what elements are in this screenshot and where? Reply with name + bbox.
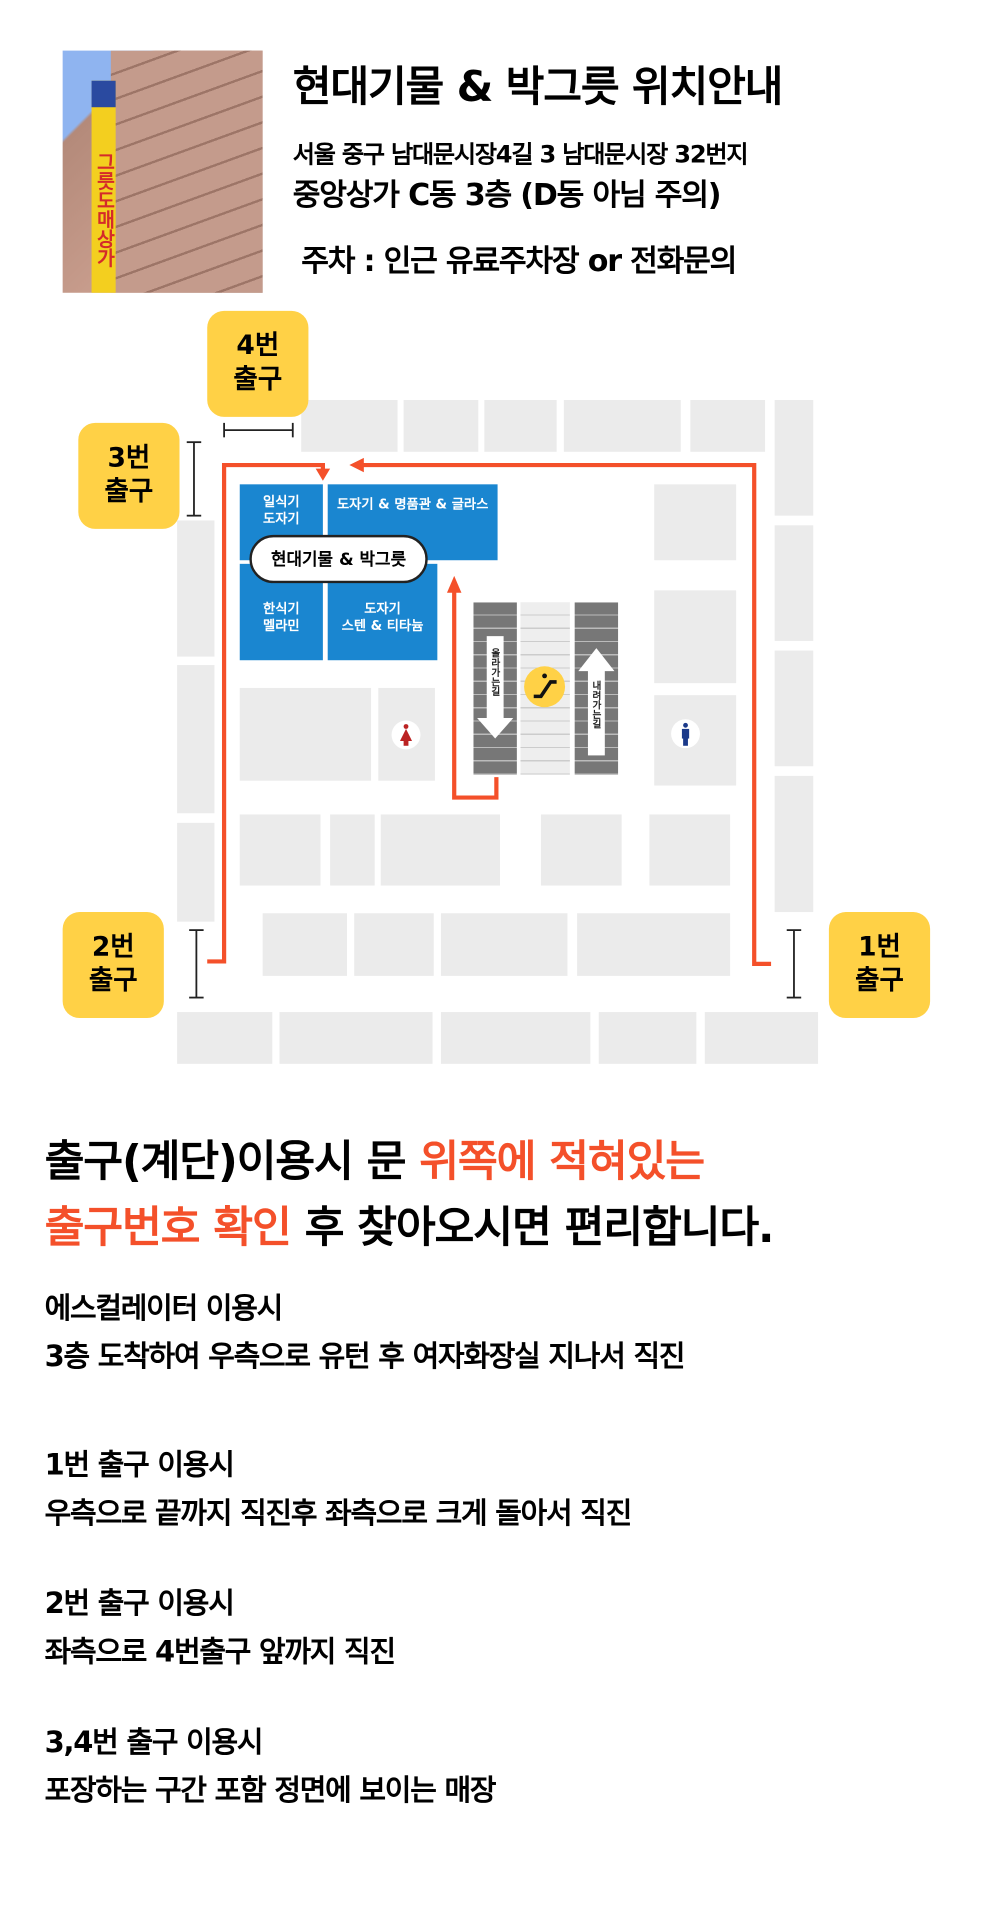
down-arrow-icon (477, 636, 514, 739)
mens-restroom-icon (671, 719, 700, 749)
map-block (540, 814, 622, 886)
map-block (484, 399, 557, 452)
shop-location-label: 현대기물 & 박그릇 (249, 534, 428, 584)
map-block (177, 822, 215, 922)
exit-number: 1번 (858, 932, 901, 963)
route-path (207, 462, 772, 966)
exit-label: 출구 (855, 966, 904, 997)
map-block (239, 814, 321, 886)
notice-text: 출구(계단)이용시 문 (44, 1137, 420, 1187)
photo-banner: 그릇도매상가 (91, 80, 116, 293)
map-block (177, 520, 215, 657)
instruction-escalator: 에스컬레이터 이용시 3층 도착하여 우측으로 유턴 후 여자화장실 지나서 직진 (44, 1284, 686, 1380)
instruction-title: 1번 출구 이용시 (44, 1448, 235, 1482)
store-label: 한식기 (263, 601, 300, 617)
womens-restroom-icon (391, 720, 421, 750)
map-block (262, 913, 347, 976)
store-label: 일식기 (263, 493, 300, 510)
exit-number: 4번 (236, 331, 280, 362)
map-block (239, 687, 372, 781)
address-line1: 서울 중구 남대문시장4길 3 남대문시장 32번지 (292, 139, 749, 169)
map-block (301, 399, 398, 452)
building-facade (110, 50, 263, 293)
instruction-detail: 우측으로 끝까지 직진후 좌측으로 크게 돌아서 직진 (44, 1496, 633, 1531)
route-arrow-icon (446, 575, 462, 593)
exit-width-marker (186, 422, 802, 999)
notice-text: 후 찾아오시면 편리합니다. (290, 1203, 775, 1253)
map-block (577, 913, 731, 976)
map-block (598, 1012, 697, 1064)
notice-highlight: 출구번호 확인 (44, 1203, 292, 1253)
map-block (774, 775, 814, 913)
store-label: 도자기 (263, 510, 300, 527)
instruction-title: 에스컬레이터 이용시 (44, 1291, 284, 1326)
map-block (654, 484, 737, 561)
notice-line1: 출구(계단)이용시 문 위쪽에 적혀있는 (44, 1126, 706, 1189)
address-line2: 중앙상가 C동 3층 (D동 아님 주의) (292, 177, 722, 213)
store-label: 도자기 & 명품관 & 글라스 (336, 496, 489, 513)
store-label: 도자기 (364, 601, 401, 617)
store-label: 멜라민 (263, 618, 300, 634)
map-block (690, 399, 766, 452)
map-block (440, 913, 568, 976)
map-block (704, 1012, 819, 1064)
exit-label: 출구 (88, 966, 138, 997)
map-block (440, 1012, 591, 1064)
map-block (774, 650, 814, 767)
map-block (177, 1012, 273, 1064)
exit-number: 2번 (91, 932, 135, 963)
instruction-detail: 3층 도착하여 우측으로 유턴 후 여자화장실 지나서 직진 (44, 1339, 686, 1374)
map-block (563, 399, 681, 452)
map-block (330, 814, 375, 886)
exit-number: 3번 (107, 443, 151, 474)
notice-line2: 출구번호 확인 후 찾아오시면 편리합니다. (44, 1193, 775, 1256)
instruction-title: 3,4번 출구 이용시 (44, 1725, 264, 1760)
map-block (380, 814, 500, 886)
map-block (649, 814, 731, 886)
escalator-down-label: 내려가는길 (591, 680, 603, 729)
map-block (774, 525, 814, 641)
exit-label: 출구 (104, 477, 154, 508)
escalator-icon (524, 666, 566, 708)
map-block (654, 590, 737, 684)
building-photo: 그릇도매상가 (62, 50, 263, 293)
map-block (774, 399, 814, 516)
escalator-up-label: 올라가는길 (490, 648, 502, 697)
store-label: 스텐 & 티타늄 (341, 618, 424, 634)
route-arrow-icon (315, 468, 331, 481)
map-block (354, 913, 434, 976)
instruction-detail: 포장하는 구간 포함 정면에 보이는 매장 (44, 1773, 497, 1808)
instruction-title: 2번 출구 이용시 (44, 1586, 235, 1621)
map-block (279, 1012, 433, 1064)
route-arrow-icon (349, 457, 364, 473)
page-title: 현대기물 & 박그릇 위치안내 (292, 63, 784, 113)
parking-info: 주차 : 인근 유료주차장 or 전화문의 (301, 243, 737, 279)
notice-highlight: 위쪽에 적혀있는 (419, 1137, 705, 1187)
map-block (177, 665, 215, 814)
exit-label: 출구 (233, 365, 283, 396)
instruction-detail: 좌측으로 4번출구 앞까지 직진 (44, 1634, 396, 1669)
up-arrow-icon (578, 648, 615, 756)
map-block (403, 399, 479, 452)
map-overlay (186, 422, 802, 999)
